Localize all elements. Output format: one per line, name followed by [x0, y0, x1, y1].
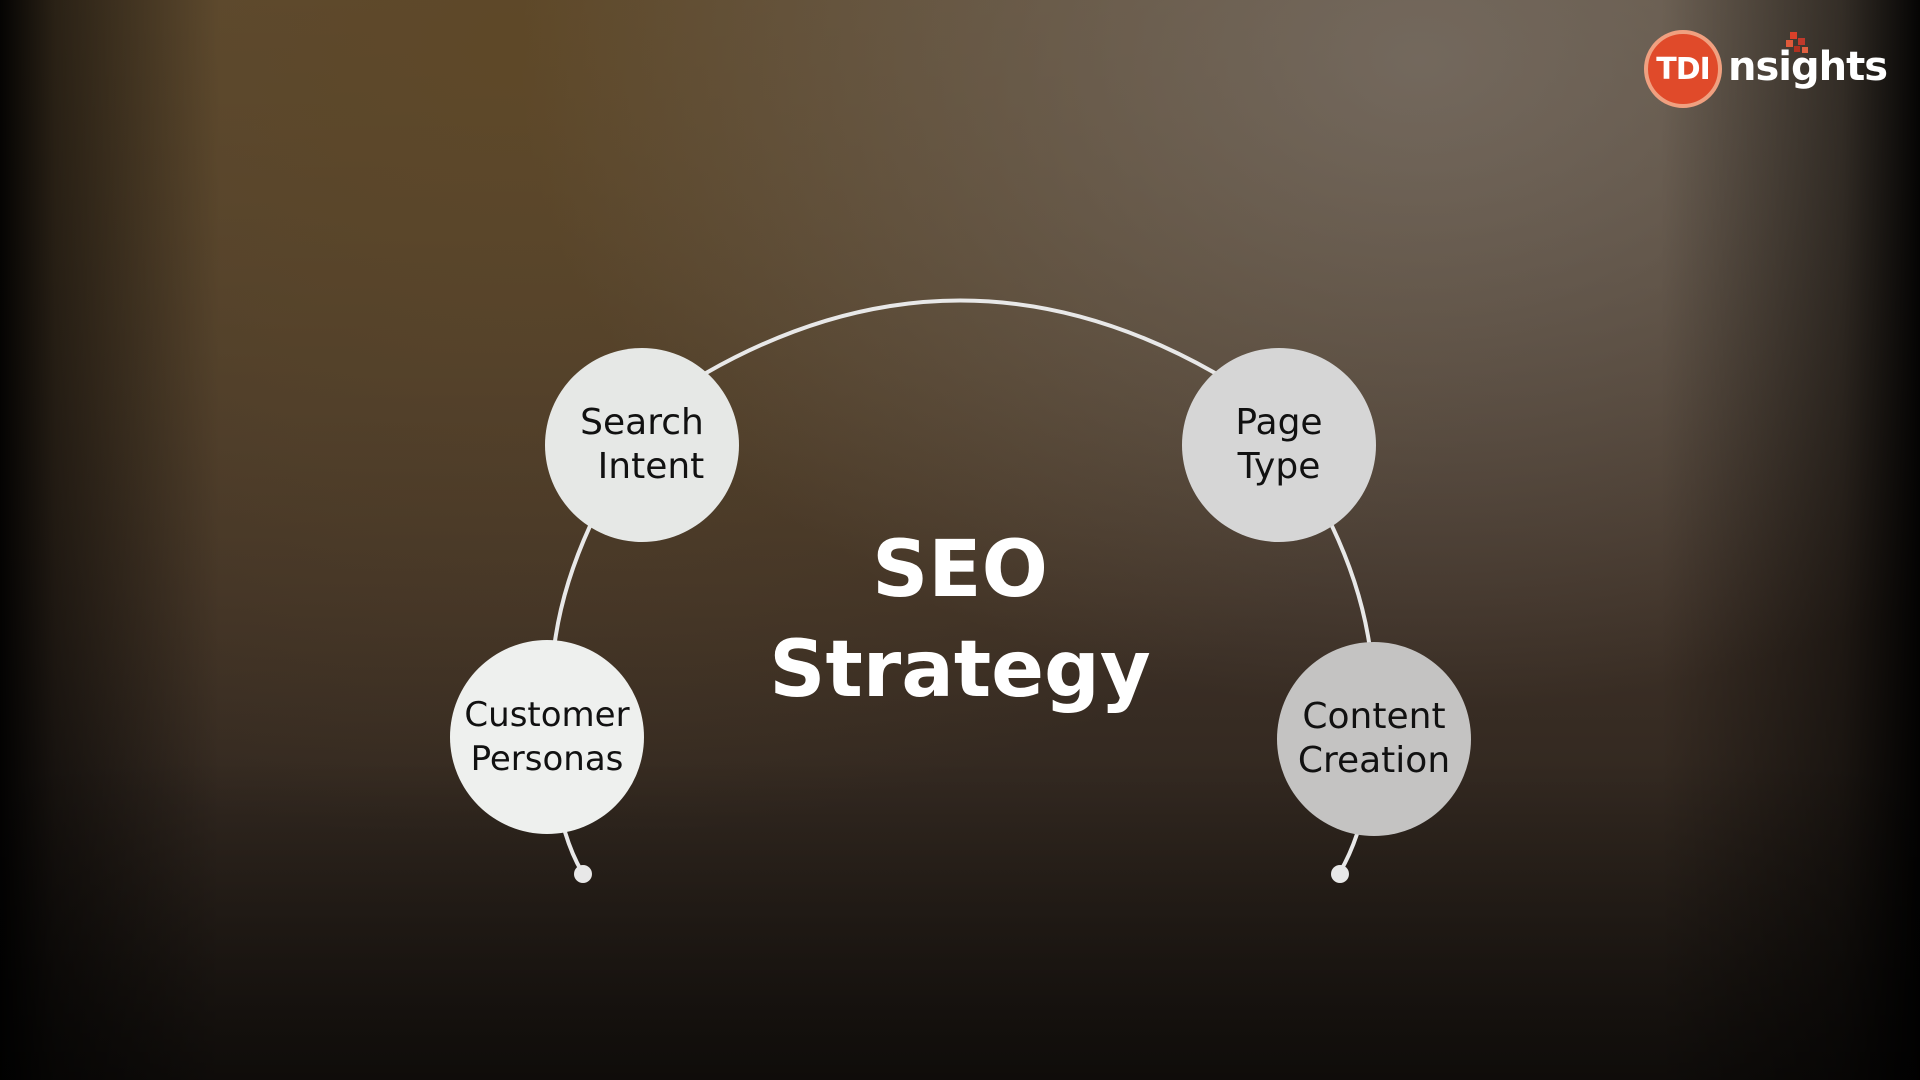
brand-logo: TDI nsights [1640, 30, 1888, 114]
node-customer-personas: Customer Personas [450, 640, 644, 834]
node-content-creation-line2: Creation [1297, 740, 1451, 781]
node-page-type: Page Type [1182, 348, 1376, 542]
node-customer-personas-line1: Customer [464, 695, 630, 735]
node-page-type-line1: Page [1235, 402, 1323, 443]
node-customer-personas-label: Customer Personas [464, 693, 629, 781]
background-vignette-bottom [0, 760, 1920, 1080]
node-content-creation: Content Creation [1277, 642, 1471, 836]
node-page-type-label: Page Type [1235, 401, 1322, 489]
diagram-title: SEO Strategy [720, 520, 1200, 720]
title-line2: Strategy [769, 625, 1151, 715]
arc-right-lower [1330, 524, 1371, 644]
tail-dot-right [1331, 865, 1349, 883]
node-content-creation-label: Content Creation [1298, 695, 1450, 783]
node-search-intent-line1: Search [580, 402, 704, 443]
node-search-intent-line2: Intent [597, 446, 705, 487]
node-page-type-line2: Type [1237, 446, 1321, 487]
logo-pixel-mark-icon [1786, 32, 1808, 53]
logo-badge: TDI [1644, 30, 1722, 108]
arc-top [704, 298, 1217, 375]
node-search-intent-label: Search Intent [580, 401, 705, 489]
node-content-creation-line1: Content [1302, 696, 1446, 737]
arc-left-lower [553, 524, 592, 643]
logo-wordmark: nsights [1728, 44, 1888, 90]
node-customer-personas-line2: Personas [470, 739, 624, 779]
title-line1: SEO [872, 525, 1048, 615]
tail-dot-left [574, 865, 592, 883]
node-search-intent: Search Intent [545, 348, 739, 542]
